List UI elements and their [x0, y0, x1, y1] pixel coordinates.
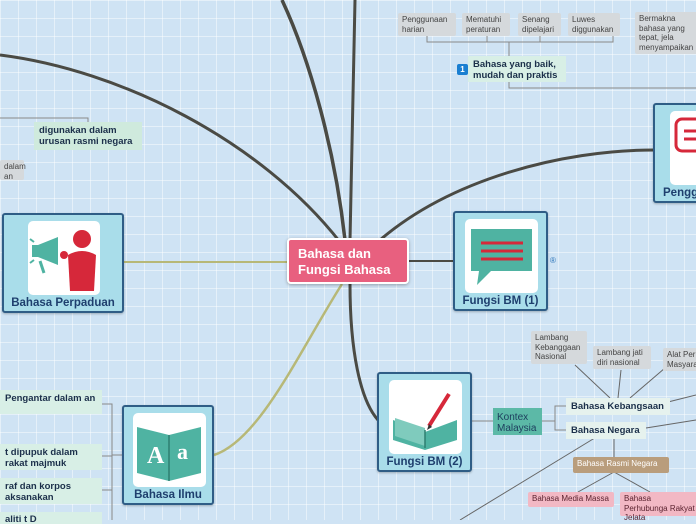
svg-text:a: a: [177, 439, 188, 464]
branch-top: [280, 0, 347, 241]
top-bracket: [426, 31, 696, 89]
card-label: Fungsi BM (2): [386, 456, 463, 468]
trademark-marker: ®: [550, 256, 556, 265]
top-tag-senang[interactable]: Senang dipelajari: [518, 13, 561, 36]
card-label: Fungsi BM (1): [462, 295, 539, 307]
top-tag-luwes[interactable]: Luwes diggunakan: [568, 13, 620, 36]
ilmu-item-pengantar[interactable]: Pengantar dalam an: [0, 390, 102, 414]
tag-lambang-kebanggaan[interactable]: Lambang Kebanggaan Nasional: [531, 331, 587, 364]
tag-bahasa-rasmi-negara[interactable]: Bahasa Rasmi Negara: [573, 457, 669, 473]
ilmu-item-korpos[interactable]: raf dan korpos aksanakan: [0, 478, 102, 504]
megaphone-person-icon: [28, 221, 100, 295]
book-pen-icon: [389, 380, 462, 454]
branch-fungsi2: [348, 283, 380, 422]
card-bahasa-ilmu[interactable]: A a Bahasa Ilmu: [122, 405, 214, 505]
card-bahasa-perpaduan[interactable]: Bahasa Perpaduan: [2, 213, 124, 313]
tag-alat-per[interactable]: Alat Per Masyara: [663, 348, 696, 371]
f2-split: [542, 405, 566, 431]
node-bahasa-kebangsaan[interactable]: Bahasa Kebangsaan: [566, 398, 670, 415]
ilmu-item-cut[interactable]: aliti t D: [0, 512, 102, 524]
ilmu-bracket: [102, 403, 122, 520]
node-kontex-malaysia[interactable]: Kontex Malaysia: [493, 408, 542, 435]
branch-right-pengg: [379, 148, 656, 242]
document-icon: [670, 111, 696, 185]
book-letters-icon: A a: [133, 413, 206, 487]
number-badge-icon: 1: [457, 64, 468, 75]
tag-bahasa-media-massa[interactable]: Bahasa Media Massa: [528, 492, 614, 507]
node-bahasa-baik[interactable]: Bahasa yang baik, mudah dan praktis: [468, 56, 566, 82]
card-label: Pengg: [663, 187, 696, 199]
branch-top2: [348, 0, 357, 241]
top-tag-bermakna[interactable]: Bermakna bahasa yang tepat, jela menyamp…: [635, 12, 696, 54]
left-cut-tag[interactable]: dalam an: [0, 160, 26, 181]
speech-bubble-icon: [465, 219, 538, 293]
card-label: Bahasa Ilmu: [134, 489, 202, 501]
node-bahasa-negara[interactable]: Bahasa Negara: [566, 422, 646, 439]
svg-text:A: A: [147, 443, 165, 469]
card-fungsi-bm-1[interactable]: Fungsi BM (1): [453, 211, 548, 311]
ilmu-item-dipupuk[interactable]: t dipupuk dalam rakat majmuk: [0, 444, 102, 470]
top-tag-penggunaan[interactable]: Penggunaan harian: [398, 13, 456, 36]
branch-left-up: [0, 53, 342, 243]
card-pengg[interactable]: Pengg: [653, 103, 696, 203]
central-title: Bahasa dan Fungsi Bahasa: [298, 246, 391, 277]
branch-ilmu: [213, 283, 344, 457]
top-tag-mematuhi[interactable]: Mematuhi peraturan: [462, 13, 510, 36]
node-urusan-rasmi[interactable]: digunakan dalam urusan rasmi negara: [34, 122, 142, 150]
tag-bahasa-perhubungan[interactable]: Bahasa Perhubunga Rakyat Jelata: [620, 492, 696, 522]
tag-lambang-jati-diri[interactable]: Lambang jati diri nasional: [593, 346, 651, 369]
f2-negara-tags: [459, 419, 696, 520]
card-fungsi-bm-2[interactable]: Fungsi BM (2): [377, 372, 472, 472]
central-topic[interactable]: Bahasa dan Fungsi Bahasa: [287, 238, 409, 284]
f2-kb-tags: [574, 364, 696, 403]
card-label: Bahasa Perpaduan: [11, 297, 115, 309]
